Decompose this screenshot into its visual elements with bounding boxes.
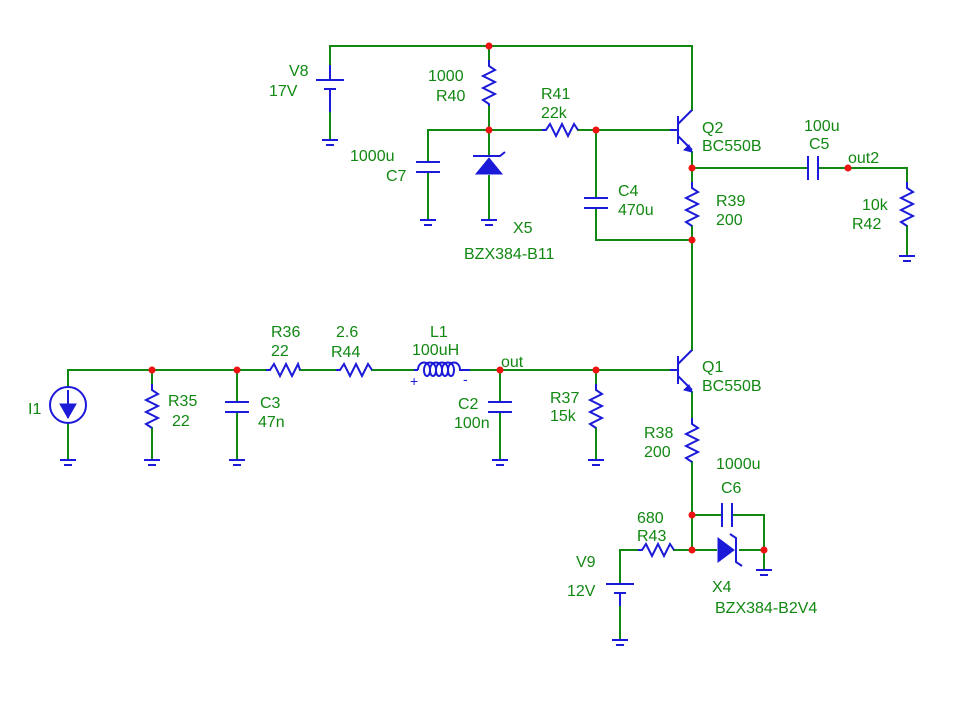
label-r35-name: R35 <box>168 393 197 410</box>
label-out: out <box>501 354 524 371</box>
wire-top-rail <box>329 45 693 111</box>
battery-v9 <box>606 583 634 646</box>
label-r38-value: 200 <box>644 444 671 461</box>
capacitor-c5 <box>807 156 819 180</box>
label-r40-value: 1000 <box>428 68 464 85</box>
resistor-r41 <box>542 121 579 139</box>
capacitor-c2 <box>488 401 512 466</box>
label-q1-model: BC550B <box>702 378 762 395</box>
label-r38-name: R38 <box>644 425 673 442</box>
inductor-l1 <box>414 361 470 377</box>
label-c2-name: C2 <box>458 396 479 413</box>
label-x5-model: BZX384-B11 <box>464 246 555 263</box>
resistor-r37 <box>587 384 605 466</box>
label-r42-name: R42 <box>852 216 881 233</box>
resistor-r43 <box>638 541 675 559</box>
label-r37-value: 15k <box>550 408 577 425</box>
capacitor-c6 <box>721 503 733 527</box>
capacitor-c3 <box>225 401 249 466</box>
label-r36-value: 22 <box>271 343 289 360</box>
transistor-q2 <box>670 109 693 153</box>
label-v9-name: V9 <box>576 554 596 571</box>
current-source-i1 <box>49 386 87 466</box>
label-c7-value: 1000u <box>350 148 395 165</box>
resistor-r39 <box>683 182 701 227</box>
capacitor-c7 <box>416 161 440 226</box>
resistor-r42 <box>898 182 916 262</box>
labels: V8 17V 1000 R40 R41 22k Q2 BC550B 100u C… <box>28 63 889 617</box>
label-c3-name: C3 <box>260 395 281 412</box>
label-r41-value: 22k <box>541 105 568 122</box>
label-r39-name: R39 <box>716 193 745 210</box>
ground-x4 <box>756 569 772 576</box>
label-c3-value: 47n <box>258 414 285 431</box>
label-v8-value: 17V <box>269 83 298 100</box>
label-c6-value: 1000u <box>716 456 761 473</box>
label-c5-name: C5 <box>809 136 830 153</box>
label-x4-name: X4 <box>712 579 732 596</box>
label-l1-plus: + <box>410 373 418 389</box>
label-x4-model: BZX384-B2V4 <box>715 600 817 617</box>
capacitor-c4 <box>584 197 608 209</box>
label-out2: out2 <box>848 150 879 167</box>
label-c5-value: 100u <box>804 118 840 135</box>
label-r44-name: R44 <box>331 344 360 361</box>
label-c7-name: C7 <box>386 168 407 185</box>
label-q1-name: Q1 <box>702 359 723 376</box>
label-r39-value: 200 <box>716 212 743 229</box>
label-l1-name: L1 <box>430 324 448 341</box>
resistor-r38 <box>683 418 701 463</box>
battery-v8 <box>316 65 344 146</box>
label-v8-name: V8 <box>289 63 309 80</box>
label-r44-value: 2.6 <box>336 324 358 341</box>
label-r43-name: R43 <box>637 528 666 545</box>
transistor-q1 <box>670 349 693 393</box>
label-c4-name: C4 <box>618 183 639 200</box>
resistor-r35 <box>143 384 161 466</box>
wires <box>67 45 908 641</box>
label-r41-name: R41 <box>541 86 570 103</box>
label-l1-minus: - <box>463 371 468 387</box>
label-r43-value: 680 <box>637 510 664 527</box>
label-r35-value: 22 <box>172 413 190 430</box>
label-i1-name: I1 <box>28 401 41 418</box>
label-r37-name: R37 <box>550 390 579 407</box>
label-q2-name: Q2 <box>702 120 723 137</box>
label-r36-name: R36 <box>271 324 300 341</box>
resistor-r44 <box>336 361 373 379</box>
label-c4-value: 470u <box>618 202 654 219</box>
resistor-r36 <box>266 361 301 379</box>
label-r42-value: 10k <box>862 197 889 214</box>
junctions <box>148 42 852 554</box>
label-r40-name: R40 <box>436 88 465 105</box>
label-c2-value: 100n <box>454 415 490 432</box>
resistor-r40 <box>480 60 498 106</box>
zener-x4 <box>717 533 743 567</box>
label-v9-value: 12V <box>567 583 596 600</box>
label-c6-name: C6 <box>721 480 742 497</box>
zener-x5 <box>473 151 506 226</box>
label-x5-name: X5 <box>513 220 533 237</box>
label-q2-model: BC550B <box>702 138 762 155</box>
label-l1-value: 100uH <box>412 342 459 359</box>
